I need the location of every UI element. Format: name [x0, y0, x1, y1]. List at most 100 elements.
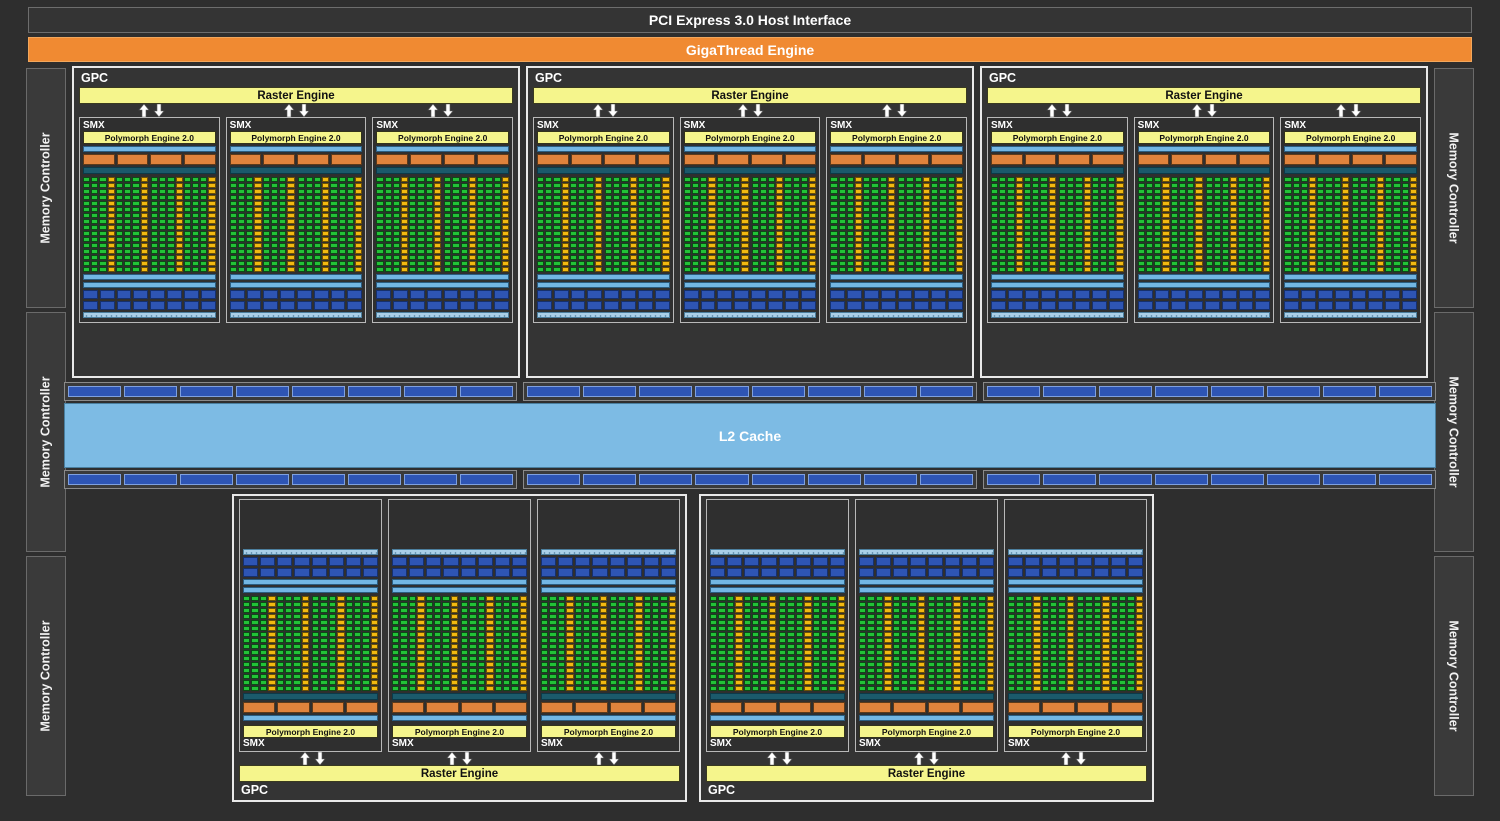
polymorph-engine-block[interactable]: Polymorph Engine 2.0: [830, 131, 964, 144]
cuda-core-cell: [328, 686, 337, 691]
cuda-core-cell: [613, 237, 621, 242]
load-store-unit-cell: [776, 225, 784, 230]
cuda-core-cell: [259, 596, 268, 601]
load-store-unit-cell: [887, 189, 896, 194]
cuda-core-cell: [1099, 231, 1108, 236]
load-store-unit-cell: [287, 213, 295, 218]
load-store-unit-cell: [804, 596, 812, 601]
polymorph-engine-block[interactable]: Polymorph Engine 2.0: [229, 131, 363, 144]
polymorph-engine-block[interactable]: Polymorph Engine 2.0: [859, 725, 994, 738]
polymorph-engine-block[interactable]: Polymorph Engine 2.0: [683, 131, 817, 144]
cuda-core-cell: [1032, 237, 1040, 242]
cuda-core-cell: [1040, 243, 1048, 248]
raster-engine-block[interactable]: Raster Engine: [533, 87, 967, 104]
polymorph-engine-block[interactable]: Polymorph Engine 2.0: [537, 131, 670, 144]
polymorph-engine-block[interactable]: Polymorph Engine 2.0: [83, 131, 216, 144]
load-store-unit-cell: [1015, 255, 1023, 260]
polymorph-engine-block[interactable]: Polymorph Engine 2.0: [392, 725, 527, 738]
cuda-core-cell: [610, 608, 618, 613]
cuda-core-cell: [660, 608, 668, 613]
load-store-unit-cell: [594, 225, 602, 230]
load-store-unit-cell: [953, 602, 961, 607]
raster-engine-block[interactable]: Raster Engine: [706, 765, 1147, 782]
texture-unit-block: [830, 301, 846, 310]
cuda-core-cell: [425, 183, 433, 188]
load-store-unit-cell: [1409, 261, 1418, 266]
cuda-core-cell: [1246, 231, 1254, 236]
load-store-unit-cell: [566, 668, 574, 673]
cuda-core-cell: [1246, 195, 1254, 200]
cuda-core-cell: [183, 267, 191, 272]
polymorph-engine-block[interactable]: Polymorph Engine 2.0: [710, 725, 845, 738]
cuda-core-cell: [132, 249, 140, 254]
load-store-unit-cell: [1116, 201, 1124, 206]
load-store-unit-cell: [322, 201, 330, 206]
cuda-core-cell: [939, 183, 947, 188]
cuda-core-cell: [871, 189, 879, 194]
cuda-core-cell: [312, 686, 320, 691]
smx-internal-stack: [991, 146, 1124, 320]
load-store-unit-cell: [450, 680, 458, 685]
cuda-core-cell: [312, 632, 320, 637]
polymorph-engine-block[interactable]: Polymorph Engine 2.0: [541, 725, 676, 738]
cuda-core-cell: [906, 201, 914, 206]
cuda-core-cell: [863, 237, 871, 242]
raster-engine-block[interactable]: Raster Engine: [987, 87, 1421, 104]
cuda-core-cell: [408, 608, 417, 613]
cuda-core-cell: [795, 596, 804, 601]
smx-internal-stack: [1284, 146, 1418, 320]
load-store-unit-cell: [301, 602, 309, 607]
polymorph-engine-block[interactable]: Polymorph Engine 2.0: [243, 725, 378, 738]
cuda-core-cell: [376, 177, 384, 182]
polymorph-engine-block[interactable]: Polymorph Engine 2.0: [991, 131, 1124, 144]
cuda-core-cell: [1360, 267, 1368, 272]
cuda-core-cell: [320, 608, 328, 613]
cuda-core-cell: [346, 213, 355, 218]
cuda-core-cell: [493, 189, 501, 194]
cuda-core-cell: [1077, 632, 1085, 637]
cuda-core-cell: [1333, 231, 1341, 236]
raster-engine-block[interactable]: Raster Engine: [79, 87, 513, 104]
warp-scheduler-block: [116, 154, 149, 165]
warp-scheduler-row: [541, 702, 676, 713]
cuda-core-cell: [229, 249, 237, 254]
cuda-core-cell: [417, 237, 425, 242]
cuda-core-cell: [1099, 195, 1108, 200]
cuda-core-cell: [493, 183, 501, 188]
polymorph-engine-block[interactable]: Polymorph Engine 2.0: [1008, 725, 1143, 738]
cuda-core-cell: [557, 596, 566, 601]
cuda-core-cell: [1008, 644, 1016, 649]
polymorph-engine-block[interactable]: Polymorph Engine 2.0: [1137, 131, 1271, 144]
raster-engine-block[interactable]: Raster Engine: [239, 765, 680, 782]
polymorph-engine-block[interactable]: Polymorph Engine 2.0: [376, 131, 510, 144]
cuda-core-cell: [898, 219, 906, 224]
cuda-core-cell: [978, 638, 986, 643]
cuda-core-cell: [293, 674, 301, 679]
cuda-core-cell: [1118, 602, 1127, 607]
cuda-core-cell: [991, 249, 999, 254]
warp-scheduler-block: [643, 702, 676, 713]
cuda-core-cell: [1007, 213, 1015, 218]
cuda-core-cell: [643, 662, 651, 667]
polymorph-engine-block[interactable]: Polymorph Engine 2.0: [1284, 131, 1418, 144]
